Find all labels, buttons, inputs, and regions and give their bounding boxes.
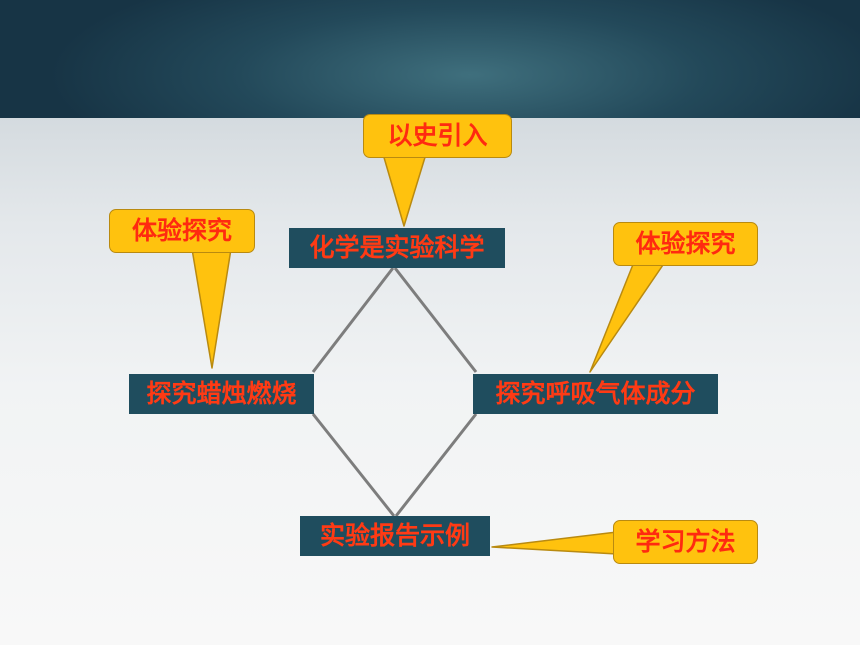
connector-right-bottom — [394, 413, 478, 517]
callout-pointer-right — [589, 261, 666, 373]
connector-top-left — [311, 267, 395, 373]
callout-pointer-top — [382, 153, 427, 227]
node-left: 探究蜡烛燃烧 — [129, 374, 314, 414]
callout-top: 以史引入 — [363, 114, 512, 158]
node-bottom: 实验报告示例 — [300, 516, 490, 556]
node-right: 探究呼吸气体成分 — [473, 374, 718, 414]
node-top: 化学是实验科学 — [289, 228, 505, 268]
callout-bottom: 学习方法 — [613, 520, 758, 564]
connector-top-right — [393, 267, 478, 373]
callout-right: 体验探究 — [613, 222, 758, 266]
callout-pointer-left — [191, 248, 232, 369]
header-band — [0, 0, 860, 118]
callout-pointer-bottom — [491, 531, 618, 555]
callout-left: 体验探究 — [109, 209, 255, 253]
connector-left-bottom — [311, 413, 396, 517]
